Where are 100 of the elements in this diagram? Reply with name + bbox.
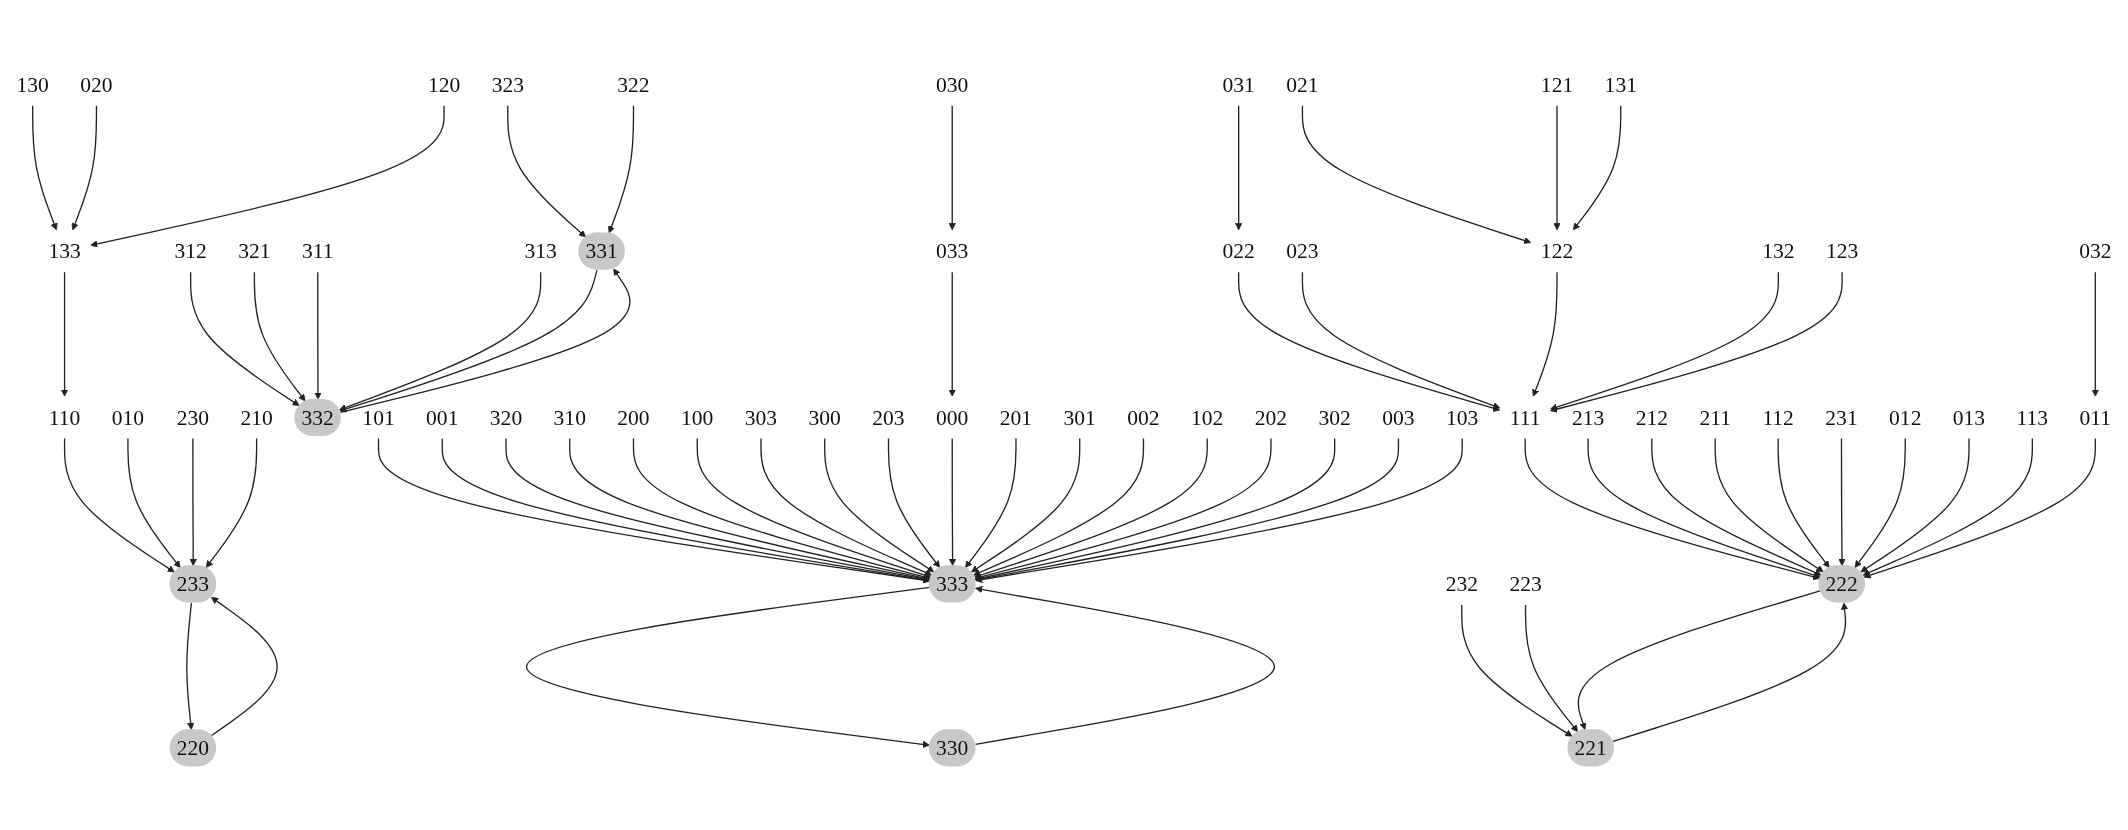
node-text: 132: [1762, 239, 1795, 264]
arrow: [1651, 437, 1822, 576]
node-text: 211: [1699, 405, 1731, 430]
arrow: [1863, 437, 2096, 579]
node-text: 020: [80, 72, 113, 97]
node-text: 202: [1254, 405, 1288, 430]
node-text: 112: [1762, 405, 1794, 430]
arrow: [948, 105, 956, 231]
node-text: 110: [48, 405, 81, 430]
arrow: [507, 105, 586, 238]
node-text: 201: [999, 405, 1033, 430]
arrow: [948, 271, 956, 397]
arrow: [525, 586, 931, 748]
node-text: 323: [491, 72, 524, 97]
arrow: [60, 271, 69, 397]
arrow: [205, 437, 258, 568]
arrow: [696, 437, 932, 579]
arrow: [948, 437, 957, 566]
node-text: 200: [617, 405, 650, 430]
node-text: 313: [524, 239, 557, 264]
node-text: 322: [617, 72, 650, 97]
arrow: [1860, 437, 1970, 573]
node-text: 120: [427, 72, 461, 97]
node-text: 302: [1318, 405, 1351, 430]
arrow: [887, 437, 941, 568]
node-text: 311: [302, 239, 334, 264]
arrow: [1862, 437, 2033, 576]
arrow: [1301, 105, 1532, 244]
arrow: [1612, 602, 1849, 743]
arrow: [2091, 271, 2099, 397]
node-text: 203: [872, 405, 905, 430]
arrow: [971, 437, 1081, 573]
node-text: 303: [744, 405, 778, 430]
node-text: 310: [553, 405, 586, 430]
node-text: 103: [1446, 405, 1479, 430]
arrow: [608, 105, 635, 234]
arrow: [314, 271, 322, 400]
node-text: 231: [1825, 405, 1858, 430]
arrow: [824, 437, 935, 573]
node-text: 113: [2016, 405, 2049, 430]
arrow: [127, 437, 181, 568]
node-text: 133: [48, 239, 81, 264]
node-text: 003: [1382, 405, 1415, 430]
node-text: 131: [1604, 72, 1637, 97]
arrow: [760, 437, 933, 576]
arrow: [1572, 105, 1622, 231]
node-text: 223: [1509, 571, 1542, 596]
arrow: [974, 437, 1272, 581]
node-text: 002: [1127, 405, 1160, 430]
node-text: 232: [1445, 571, 1478, 596]
arrow: [339, 271, 542, 411]
node-text: 012: [1889, 405, 1922, 430]
arrow: [32, 105, 58, 231]
arrow: [1854, 437, 1906, 568]
node-text: 033: [936, 239, 969, 264]
arrow: [90, 105, 445, 248]
node-text: 213: [1571, 405, 1605, 430]
arrow: [1587, 437, 1821, 579]
node-text: 102: [1191, 405, 1224, 430]
node-text: 001: [426, 405, 459, 430]
arrow: [1838, 437, 1846, 566]
node-text: 000: [936, 405, 969, 430]
arrow: [974, 437, 1336, 582]
node-text: 023: [1286, 239, 1319, 264]
arrow: [1524, 437, 1821, 581]
node-text: 230: [176, 405, 210, 430]
node-text: 301: [1063, 405, 1096, 430]
node-text: 212: [1635, 405, 1668, 430]
node-text: 031: [1222, 72, 1255, 97]
arrow: [1777, 437, 1830, 568]
node-text: 101: [362, 405, 395, 430]
node-text: 013: [1952, 405, 1986, 430]
node-text: 300: [808, 405, 841, 430]
node-text: 022: [1222, 239, 1255, 264]
arrow: [1532, 271, 1558, 397]
node-text: 130: [16, 72, 49, 97]
node-text: 312: [174, 239, 207, 264]
arrow: [1524, 604, 1579, 733]
arrow: [974, 585, 1276, 745]
node-text: 100: [681, 405, 714, 430]
node-text: 121: [1540, 72, 1574, 97]
arrow: [1238, 271, 1501, 412]
arrow: [1461, 604, 1573, 737]
node-text: 122: [1540, 239, 1574, 264]
arrow: [210, 596, 278, 737]
arrow: [965, 437, 1017, 568]
arrow: [1553, 105, 1561, 231]
arrow: [253, 271, 306, 402]
node-text: 111: [1509, 405, 1541, 430]
arrow: [1714, 437, 1824, 573]
arrow: [186, 602, 195, 730]
node-text: 032: [2079, 239, 2112, 264]
node-text: 021: [1286, 72, 1319, 97]
arrow: [1301, 271, 1501, 410]
arrow: [71, 105, 98, 231]
arrow: [973, 437, 1145, 576]
node-text: 123: [1825, 239, 1859, 264]
node-text: 030: [936, 72, 969, 97]
arrow: [1550, 271, 1779, 411]
arrow: [189, 437, 197, 566]
